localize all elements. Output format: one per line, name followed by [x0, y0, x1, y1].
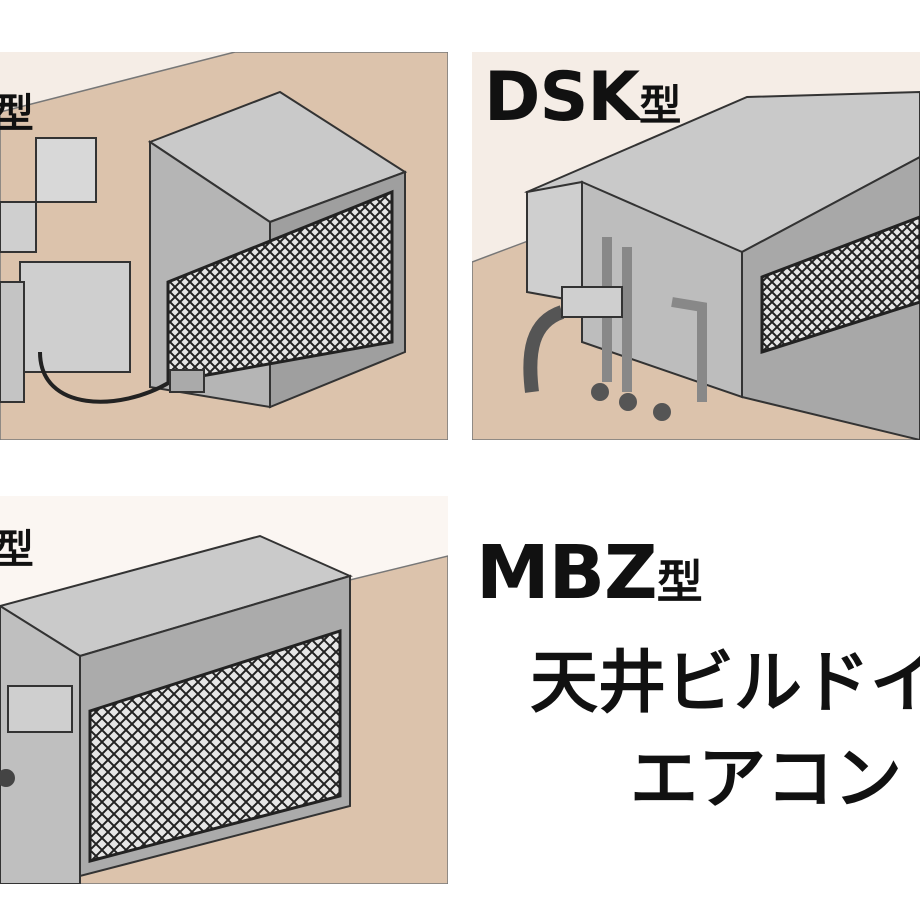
ceiling-unit-illustration-top-left: [0, 52, 448, 440]
model-code: DSK: [484, 58, 640, 137]
model-label-mbz: MBZ型: [476, 536, 703, 610]
model-label-bottom-left: 型: [0, 510, 34, 574]
unit-image-top-right: [472, 52, 920, 440]
unit-image-bottom-left: [0, 496, 448, 884]
model-suffix: 型: [656, 555, 703, 609]
model-label-dsk: DSK型: [484, 64, 681, 132]
ceiling-unit-illustration-dsk: [472, 90, 920, 440]
model-suffix: 型: [0, 527, 34, 573]
model-suffix: 型: [639, 81, 682, 130]
ceiling-unit-illustration-bottom-left: [0, 534, 448, 884]
description-line-2: エアコン: [630, 740, 903, 819]
model-suffix: 型: [0, 91, 34, 137]
unit-image-top-left: [0, 52, 448, 440]
model-label-top-left: 型: [0, 74, 34, 138]
model-code: MBZ: [476, 530, 658, 616]
description-line-1: 天井ビルドイ: [530, 644, 920, 723]
